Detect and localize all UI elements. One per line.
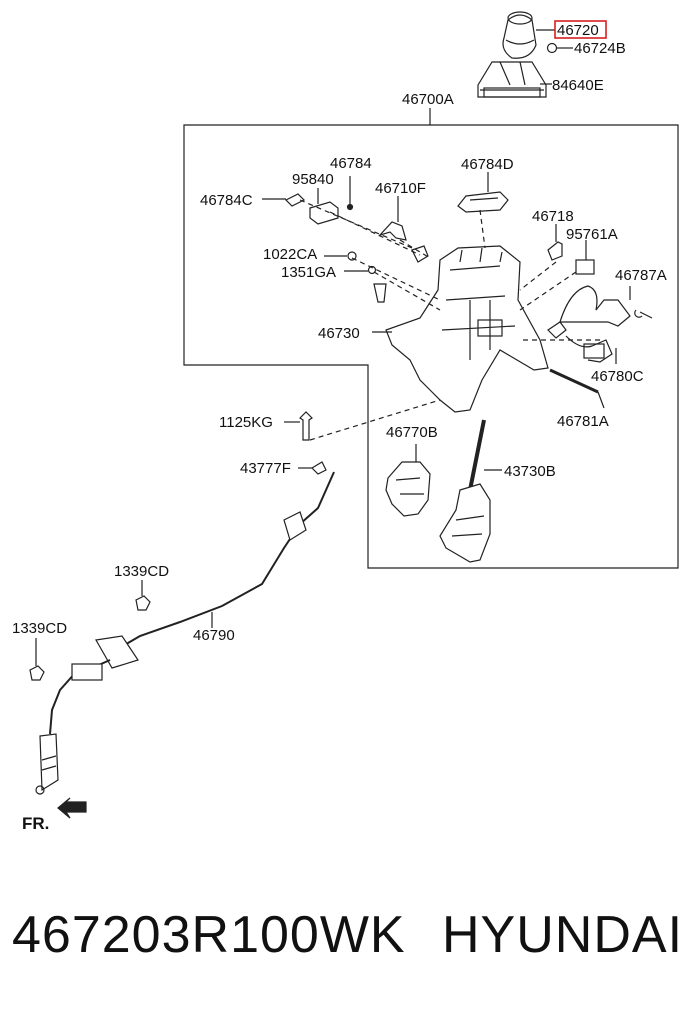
callout-46784C: 46784C bbox=[200, 192, 253, 209]
callout-46787A: 46787A bbox=[615, 267, 667, 284]
callout-46724B: 46724B bbox=[574, 40, 626, 57]
callout-43730B: 43730B bbox=[504, 463, 556, 480]
callout-1351GA: 1351GA bbox=[281, 264, 336, 281]
callout-46784D: 46784D bbox=[461, 156, 514, 173]
shift-boot-part bbox=[477, 61, 547, 98]
parts-diagram: 46720 46724B 84640E 46700A 46784 95840 4… bbox=[12, 11, 679, 833]
bracket-46718 bbox=[547, 241, 563, 261]
callout-46784: 46784 bbox=[330, 155, 372, 172]
bracket-part bbox=[284, 193, 306, 207]
callout-46770B: 46770B bbox=[386, 424, 438, 441]
wiring-harness-part bbox=[547, 285, 631, 363]
callout-84640E: 84640E bbox=[552, 77, 604, 94]
callout-1022CA: 1022CA bbox=[263, 246, 317, 263]
bolt-part bbox=[299, 411, 313, 441]
callout-1339CD-upper: 1339CD bbox=[114, 563, 169, 580]
highlight-box bbox=[554, 20, 607, 39]
callout-46780C: 46780C bbox=[591, 368, 644, 385]
nut-part-b bbox=[29, 665, 45, 681]
fr-label: FR. bbox=[22, 814, 49, 833]
brand-name: HYUNDAI bbox=[442, 906, 684, 964]
assembly-boundary bbox=[183, 124, 679, 569]
callout-1339CD-lower: 1339CD bbox=[12, 620, 67, 637]
callout-95761A: 95761A bbox=[566, 226, 618, 243]
clip-part bbox=[378, 221, 407, 241]
callout-46730: 46730 bbox=[318, 325, 360, 342]
callout-labels: 46720 46724B 84640E 46700A 46784 95840 4… bbox=[12, 22, 667, 833]
switch-part bbox=[575, 259, 595, 275]
cover-part bbox=[457, 191, 509, 213]
part-number: 467203R100WK bbox=[12, 906, 406, 964]
callout-46718: 46718 bbox=[532, 208, 574, 225]
ring-part bbox=[546, 42, 558, 54]
shifter-housing-part bbox=[385, 245, 549, 413]
nut-part-a bbox=[135, 595, 151, 611]
callout-46700A: 46700A bbox=[402, 91, 454, 108]
callout-46790: 46790 bbox=[193, 627, 235, 644]
clip-43777F bbox=[311, 461, 327, 475]
bracket-46770B bbox=[385, 461, 431, 517]
sensor-part bbox=[309, 201, 339, 225]
callout-95840: 95840 bbox=[292, 171, 334, 188]
callout-46781A: 46781A bbox=[557, 413, 609, 430]
callout-46710F: 46710F bbox=[375, 180, 426, 197]
callout-43777F: 43777F bbox=[240, 460, 291, 477]
shift-cable-part bbox=[35, 471, 335, 795]
shift-knob-part bbox=[502, 11, 537, 59]
fr-arrow-icon bbox=[57, 797, 87, 819]
callout-46720: 46720 bbox=[557, 22, 599, 39]
callout-1125KG: 1125KG bbox=[219, 414, 273, 431]
lever-rod-part bbox=[439, 419, 491, 563]
